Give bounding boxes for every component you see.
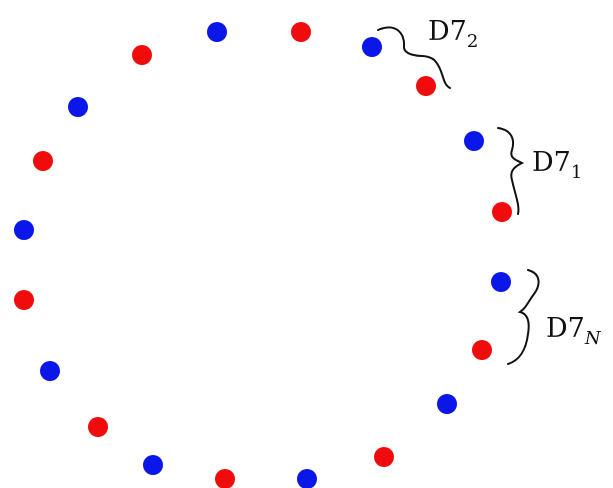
- red-dot: [492, 202, 512, 222]
- blue-dot: [437, 394, 457, 414]
- red-dot: [472, 340, 492, 360]
- blue-dot: [464, 131, 484, 151]
- red-dot: [374, 447, 394, 467]
- red-dot: [291, 22, 311, 42]
- red-dot: [132, 45, 152, 65]
- dot-ring: [14, 22, 512, 488]
- blue-dot: [68, 97, 88, 117]
- blue-dot: [40, 361, 60, 381]
- brace-d7-2: [377, 26, 451, 89]
- blue-dot: [207, 22, 227, 42]
- blue-dot: [491, 272, 511, 292]
- label-d7-1: D71: [532, 147, 582, 183]
- red-dot: [14, 290, 34, 310]
- blue-dot: [362, 37, 382, 57]
- brace-d7-1: [497, 127, 525, 215]
- blue-dot: [14, 220, 34, 240]
- red-dot: [416, 76, 436, 96]
- red-dot: [33, 151, 53, 171]
- label-d7-n: D7N: [546, 313, 602, 349]
- brace-d7-n: [507, 269, 540, 365]
- blue-dot: [297, 469, 317, 488]
- red-dot: [215, 469, 235, 488]
- label-d7-2: D72: [428, 16, 478, 52]
- red-dot: [88, 417, 108, 437]
- blue-dot: [143, 455, 163, 475]
